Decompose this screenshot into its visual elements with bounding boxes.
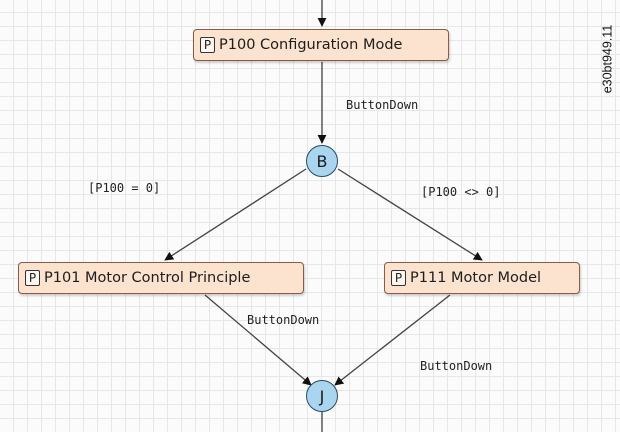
edge-label-p111-to-join: ButtonDown bbox=[420, 359, 493, 373]
branch-junction[interactable]: B bbox=[306, 145, 338, 177]
parameter-icon: P bbox=[25, 270, 40, 286]
edge-branch-to-p111 bbox=[337, 168, 483, 261]
node-p111-motor-model[interactable]: P P111 Motor Model bbox=[384, 262, 580, 294]
parameter-icon: P bbox=[200, 37, 215, 53]
node-p101-motor-control-principle[interactable]: P P101 Motor Control Principle bbox=[18, 262, 304, 294]
parameter-icon: P bbox=[391, 270, 406, 286]
node-label: P111 Motor Model bbox=[410, 270, 542, 286]
edge-label-p100-to-branch: ButtonDown bbox=[346, 98, 419, 112]
figure-id-text: e30bt949.11 bbox=[600, 24, 614, 94]
edge-p101-to-join bbox=[204, 294, 312, 386]
node-label: P101 Motor Control Principle bbox=[44, 270, 251, 286]
node-label: P100 Configuration Mode bbox=[219, 37, 403, 53]
edge-label-p101-to-join: ButtonDown bbox=[247, 313, 320, 327]
edge-label-branch-to-p101: [P100 = 0] bbox=[88, 181, 161, 195]
edge-label-branch-to-p111: [P100 <> 0] bbox=[421, 185, 501, 199]
figure-id: e30bt949.11 bbox=[598, 18, 616, 100]
node-p100-configuration-mode[interactable]: P P100 Configuration Mode bbox=[193, 29, 449, 61]
edge-branch-to-p101 bbox=[164, 168, 307, 261]
join-junction[interactable]: J bbox=[306, 380, 338, 412]
edge-p111-to-join bbox=[334, 294, 451, 386]
